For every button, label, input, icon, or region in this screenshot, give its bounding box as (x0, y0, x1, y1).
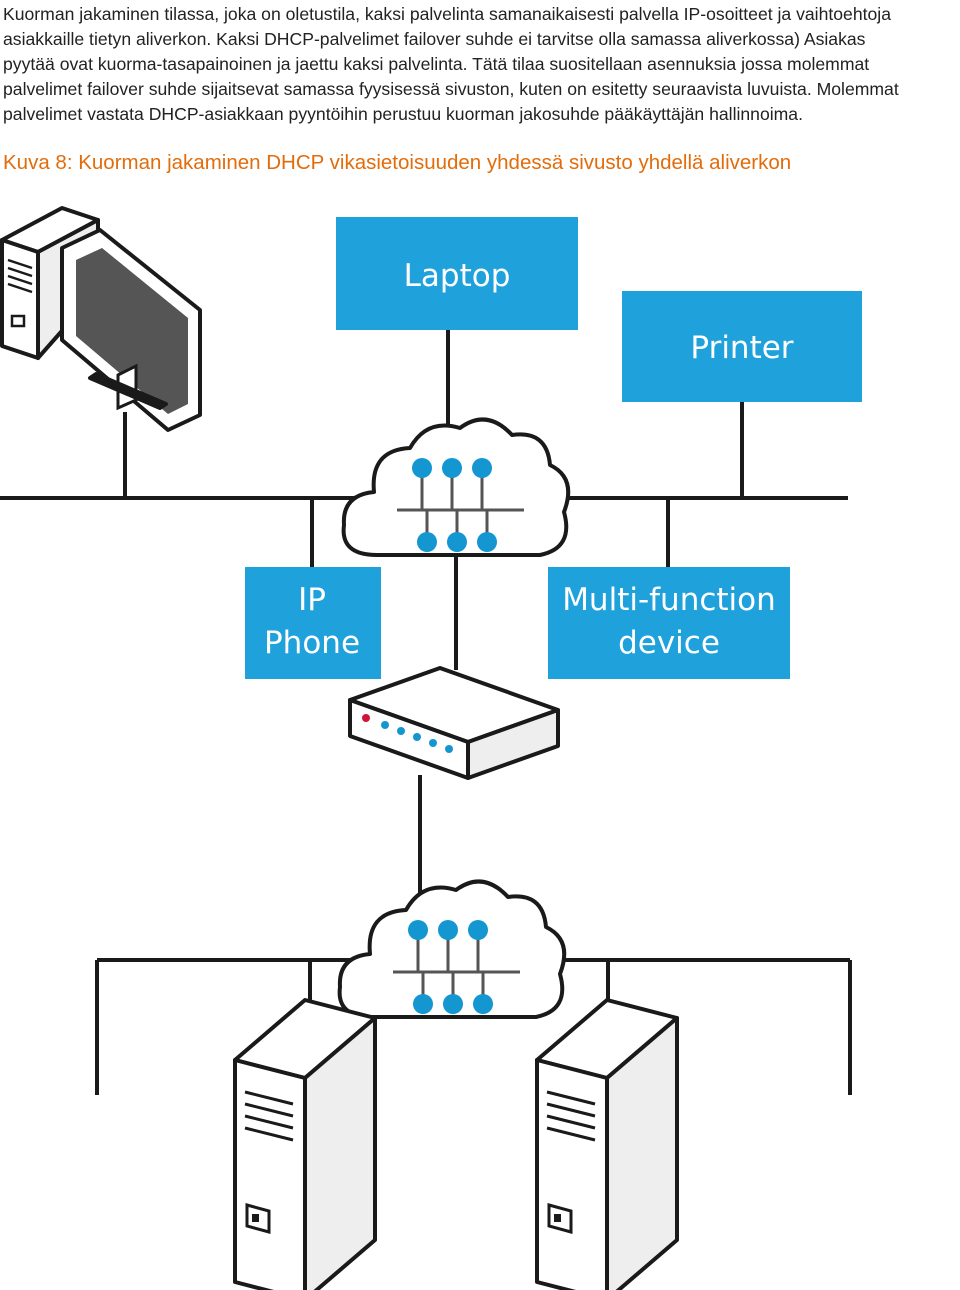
server-tower-icon (535, 998, 679, 1290)
printer-label: Printer (690, 330, 793, 366)
paragraph-line: palvelimet failover suhde sijaitsevat sa… (3, 79, 899, 99)
mfd-label-line1: Multi-function (562, 582, 776, 618)
ip-phone-box (245, 567, 381, 679)
server-tower-icon (233, 998, 377, 1290)
paragraph-line: asiakkaille tietyn aliverkon. Kaksi DHCP… (3, 29, 866, 49)
ip-phone-label-line1: IP (298, 582, 326, 618)
laptop-device: Laptop (336, 217, 578, 330)
paragraph-line: Kuorman jakaminen tilassa, joka on oletu… (3, 4, 891, 24)
network-cloud-icon (337, 879, 567, 1019)
intro-paragraph: Kuorman jakaminen tilassa, joka on oletu… (3, 2, 958, 127)
network-diagram: Laptop Printer IP Phone Multi-function d… (0, 206, 862, 1290)
network-cloud-icon (341, 417, 571, 557)
mfd-label-line2: device (618, 625, 720, 661)
desktop-computer-icon (0, 206, 202, 432)
ip-phone-label-line2: Phone (264, 625, 360, 661)
paragraph-line: pyytää ovat kuorma-tasapainoinen ja jaet… (3, 54, 870, 74)
printer-device: Printer (622, 291, 862, 402)
mfd-box (548, 567, 790, 679)
figure-caption: Kuva 8: Kuorman jakaminen DHCP vikasieto… (3, 151, 792, 174)
ip-phone-device: IP Phone (245, 567, 381, 679)
laptop-label: Laptop (404, 258, 511, 294)
printer-box (622, 291, 862, 402)
laptop-box (336, 217, 578, 330)
router-icon (348, 666, 560, 780)
multi-function-device: Multi-function device (548, 567, 790, 679)
paragraph-line: palvelimet vastata DHCP-asiakkaan pyyntö… (3, 104, 803, 124)
